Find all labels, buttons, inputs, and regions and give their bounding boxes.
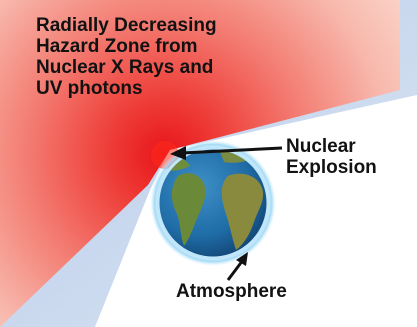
hazard-zone bbox=[0, 0, 400, 327]
hazard-label-line-1: Radially Decreasing bbox=[36, 15, 217, 36]
hazard-label-line-2: Hazard Zone from bbox=[36, 36, 198, 57]
hazard-label-line-3: Nuclear X Rays and bbox=[36, 57, 214, 78]
atmosphere-arrowhead bbox=[236, 252, 248, 266]
explosion-label-line-2: Explosion bbox=[286, 157, 377, 178]
hazard-label-line-4: UV photons bbox=[36, 78, 143, 99]
nuclear-explosion-label: Nuclear Explosion bbox=[286, 136, 377, 178]
explosion-arrowhead bbox=[170, 146, 186, 160]
atmosphere-arrow bbox=[226, 259, 245, 281]
hazard-zone-label: Radially Decreasing Hazard Zone from Nuc… bbox=[36, 16, 296, 100]
earth-globe bbox=[156, 146, 270, 260]
explosion-label-line-1: Nuclear bbox=[286, 136, 356, 157]
atmosphere-label: Atmosphere bbox=[176, 281, 287, 302]
explosion-arrow bbox=[181, 146, 283, 155]
